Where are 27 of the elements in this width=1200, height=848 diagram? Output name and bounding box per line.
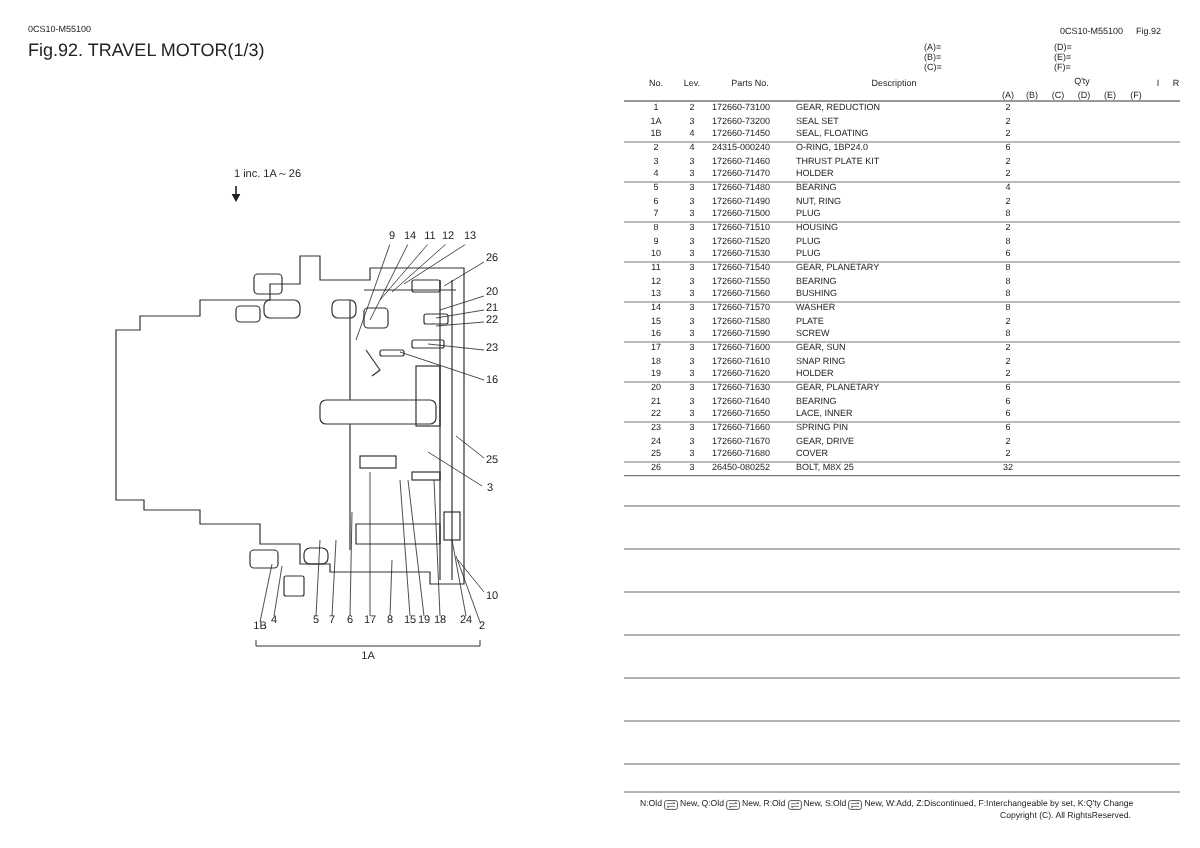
leader-line: [273, 565, 283, 617]
leader-line: [451, 539, 467, 617]
leader-line: [399, 479, 411, 617]
leader-line: [369, 243, 409, 321]
leader-line: [435, 321, 485, 327]
leader-line: [455, 555, 481, 623]
page-title: Fig.92. TRAVEL MOTOR(1/3): [28, 42, 265, 60]
leader-line: [443, 261, 485, 287]
leader-line: [403, 243, 467, 285]
leader-line: [259, 563, 273, 623]
leader-line: [399, 351, 485, 381]
leader-line: [457, 559, 485, 593]
leader-line: [379, 243, 429, 301]
leader-line: [355, 243, 391, 341]
leader-line: [407, 479, 425, 617]
leader-line: [433, 479, 441, 617]
leader-line: [427, 451, 483, 487]
leader-line: [331, 539, 337, 617]
leader-line: [455, 435, 485, 459]
leader-line: [315, 539, 321, 617]
leader-line: [369, 471, 371, 617]
leader-line: [427, 343, 485, 351]
leader-line: [391, 243, 447, 293]
leader-line: [389, 559, 393, 617]
leader-line: [349, 511, 353, 617]
leader-line: [439, 295, 485, 311]
leader-line: [435, 309, 485, 319]
